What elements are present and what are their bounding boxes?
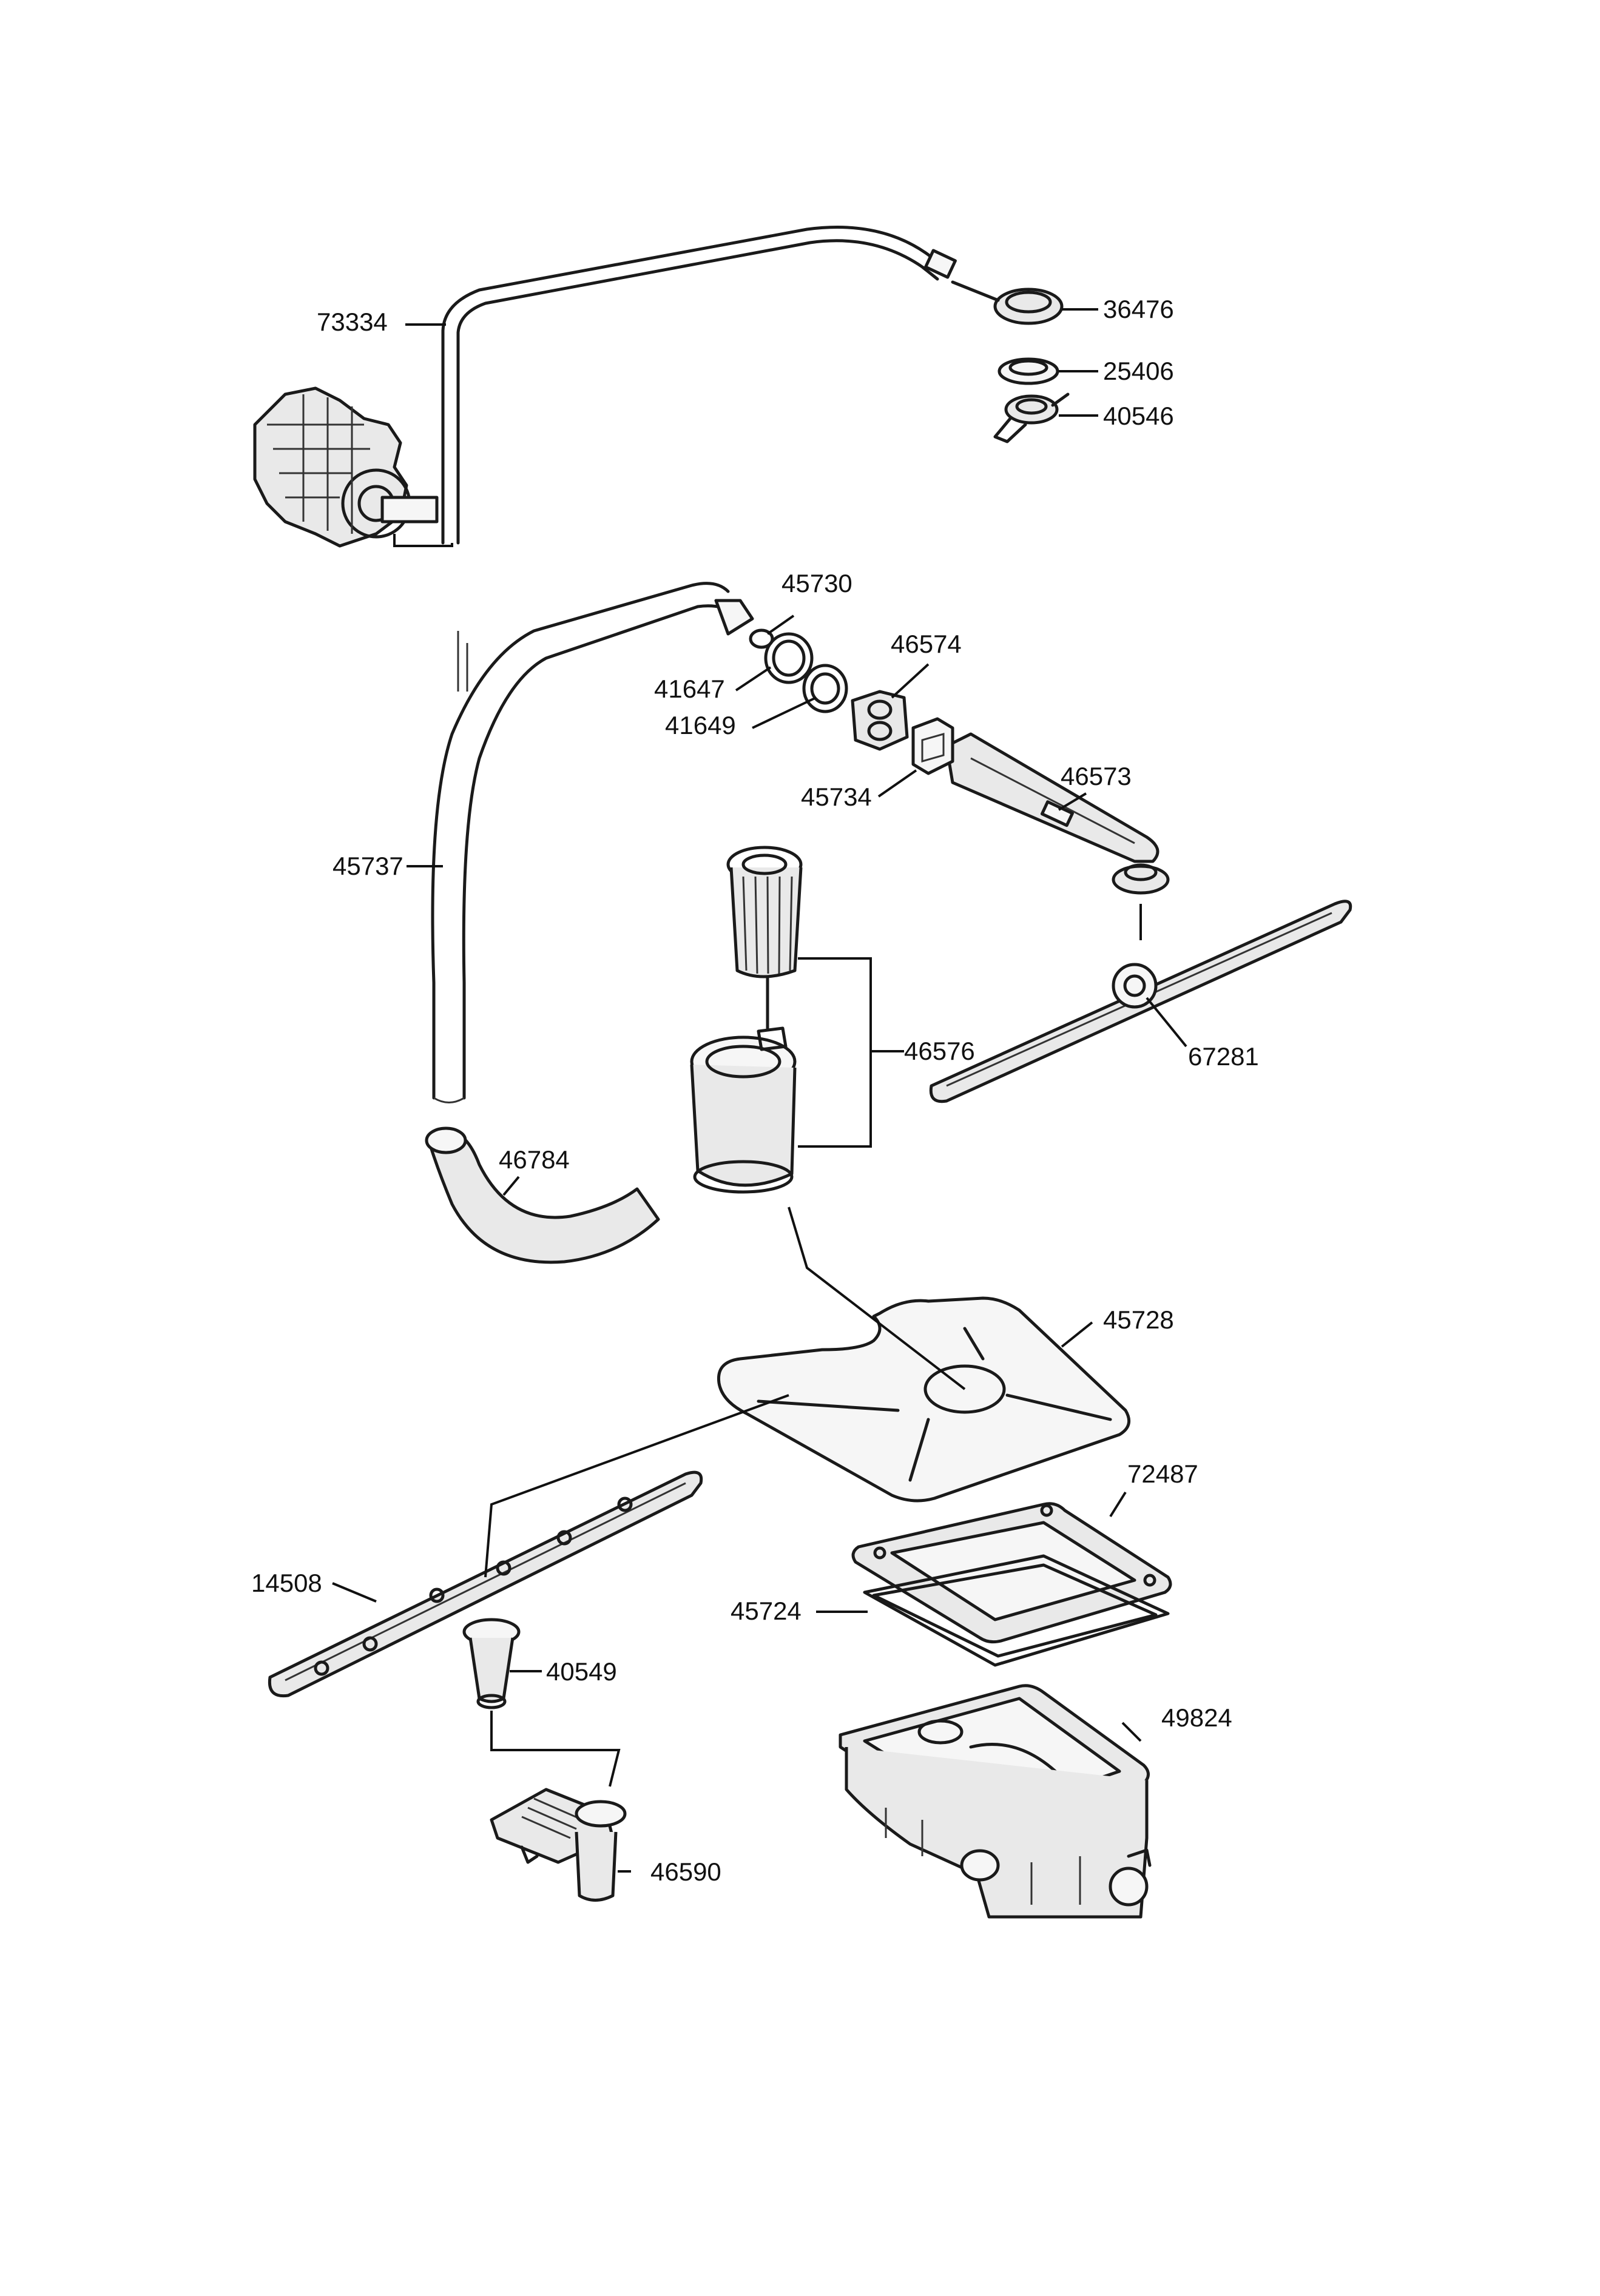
label-25406: 25406: [1103, 357, 1174, 385]
part-45734: [911, 717, 954, 775]
label-leaders: [332, 308, 1187, 1873]
label-40546: 40546: [1103, 402, 1174, 430]
label-45724: 45724: [731, 1597, 802, 1625]
part-40546: [993, 392, 1070, 443]
label-40549: 40549: [546, 1657, 617, 1686]
circulation-pump-motor: [253, 386, 453, 548]
filter-assembly-46576: [690, 846, 904, 1194]
label-73334: 73334: [317, 308, 388, 336]
part-45730: [749, 628, 774, 649]
lower-spray-arm-14508: [268, 1394, 789, 1698]
frame-72487: [851, 1502, 1172, 1644]
label-46574: 46574: [891, 630, 962, 658]
label-49824: 49824: [1161, 1703, 1232, 1732]
label-36476: 36476: [1103, 295, 1174, 323]
label-41649: 41649: [665, 711, 736, 739]
part-36476: [951, 280, 1064, 325]
spray-tube-46573: [945, 732, 1170, 940]
upper-spray-arm-67281: [929, 900, 1352, 1103]
part-25406: [997, 357, 1059, 385]
hose-46784: [425, 1126, 660, 1264]
label-67281: 67281: [1188, 1042, 1259, 1071]
gasket-45724: [816, 1554, 1170, 1667]
sump-49824: [839, 1684, 1152, 1919]
label-46573: 46573: [1061, 762, 1132, 790]
filter-plate-45728: [717, 1207, 1131, 1503]
label-46576: 46576: [904, 1037, 975, 1065]
part-46574: [851, 690, 909, 751]
part-41647: [764, 632, 814, 684]
label-41647: 41647: [654, 675, 725, 703]
part-labels: 73334 36476 25406 40546 45730 46574 4164…: [251, 295, 1259, 1886]
label-45734: 45734: [801, 783, 872, 811]
part-41649: [802, 664, 848, 713]
hose-73334: [441, 226, 957, 545]
label-46590: 46590: [650, 1857, 721, 1886]
label-46784: 46784: [499, 1145, 570, 1174]
label-45737: 45737: [332, 852, 403, 880]
label-45730: 45730: [781, 569, 852, 598]
hose-45737: [431, 582, 754, 1103]
label-45728: 45728: [1103, 1305, 1174, 1334]
label-72487: 72487: [1127, 1459, 1198, 1488]
label-14508: 14508: [251, 1569, 322, 1597]
part-46590: [490, 1788, 627, 1902]
hub-40549: [462, 1618, 621, 1787]
